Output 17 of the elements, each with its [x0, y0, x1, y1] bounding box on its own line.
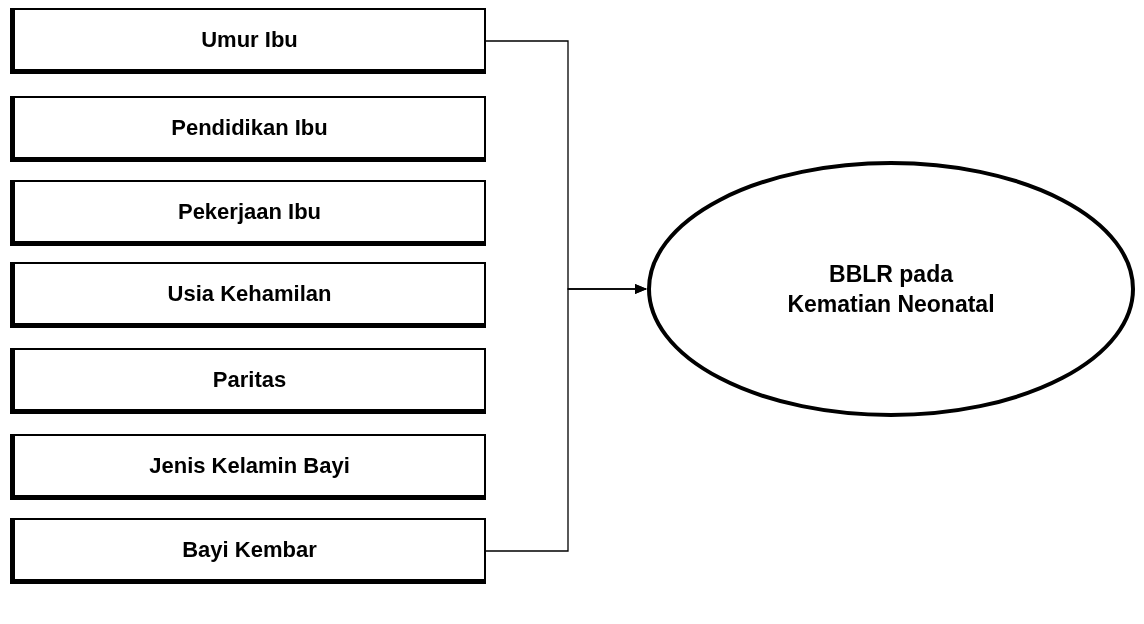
outcome-ellipse [646, 160, 1136, 418]
factor-box [10, 96, 486, 162]
factor-box [10, 348, 486, 414]
connector-arrow [485, 284, 647, 552]
factor-box [10, 518, 486, 584]
factor-box [10, 8, 486, 74]
factor-label: Jenis Kelamin Bayi [149, 452, 350, 480]
factor-label: Paritas [212, 366, 287, 394]
factor-label: Pendidikan Ibu [171, 114, 328, 142]
factor-label: Pekerjaan Ibu [177, 198, 322, 226]
factor-box [10, 262, 486, 328]
factor-box [10, 434, 486, 500]
factor-label: Bayi Kembar [182, 536, 317, 564]
factor-label: Usia Kehamilan [167, 280, 332, 308]
outcome-label: BBLR pada Kematian Neonatal [786, 260, 996, 319]
factor-box [10, 180, 486, 246]
factor-label: Umur Ibu [201, 26, 298, 54]
